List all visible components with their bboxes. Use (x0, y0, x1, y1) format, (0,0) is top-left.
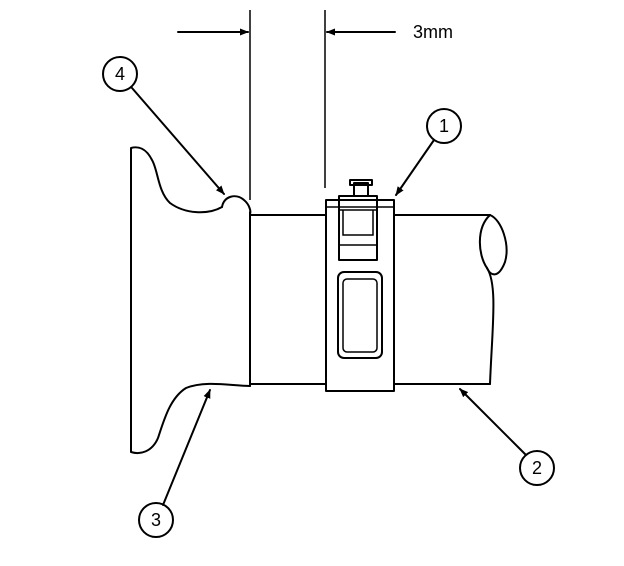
callout-1-label: 1 (439, 116, 449, 136)
callout-3-circle (138, 502, 174, 538)
clamp-screw-tip (353, 182, 369, 197)
clamp-window (337, 271, 383, 359)
pipe-broken-end (478, 214, 495, 385)
flange-outline (130, 146, 251, 455)
callout-4-label: 4 (115, 64, 125, 84)
weld-bead (221, 195, 252, 215)
callout-3-leader (162, 389, 211, 506)
callout-2-label: 2 (532, 458, 542, 478)
clamp-screw-housing (338, 195, 378, 261)
callout-4-circle (102, 56, 138, 92)
dimension-label: 3mm (413, 22, 453, 42)
callout-2-circle (519, 450, 555, 486)
callout-4-leader (131, 87, 225, 195)
pipe-end-break-detail (486, 214, 508, 276)
callout-3-label: 3 (151, 510, 161, 530)
callout-1-circle (426, 108, 462, 144)
callout-1-leader (395, 139, 435, 196)
clamp-screw-cap (349, 179, 373, 186)
clamp-band (325, 199, 395, 392)
callout-2-leader (459, 388, 526, 455)
clamp-screw-slot (339, 209, 377, 236)
clamp-window-inner (342, 278, 378, 353)
